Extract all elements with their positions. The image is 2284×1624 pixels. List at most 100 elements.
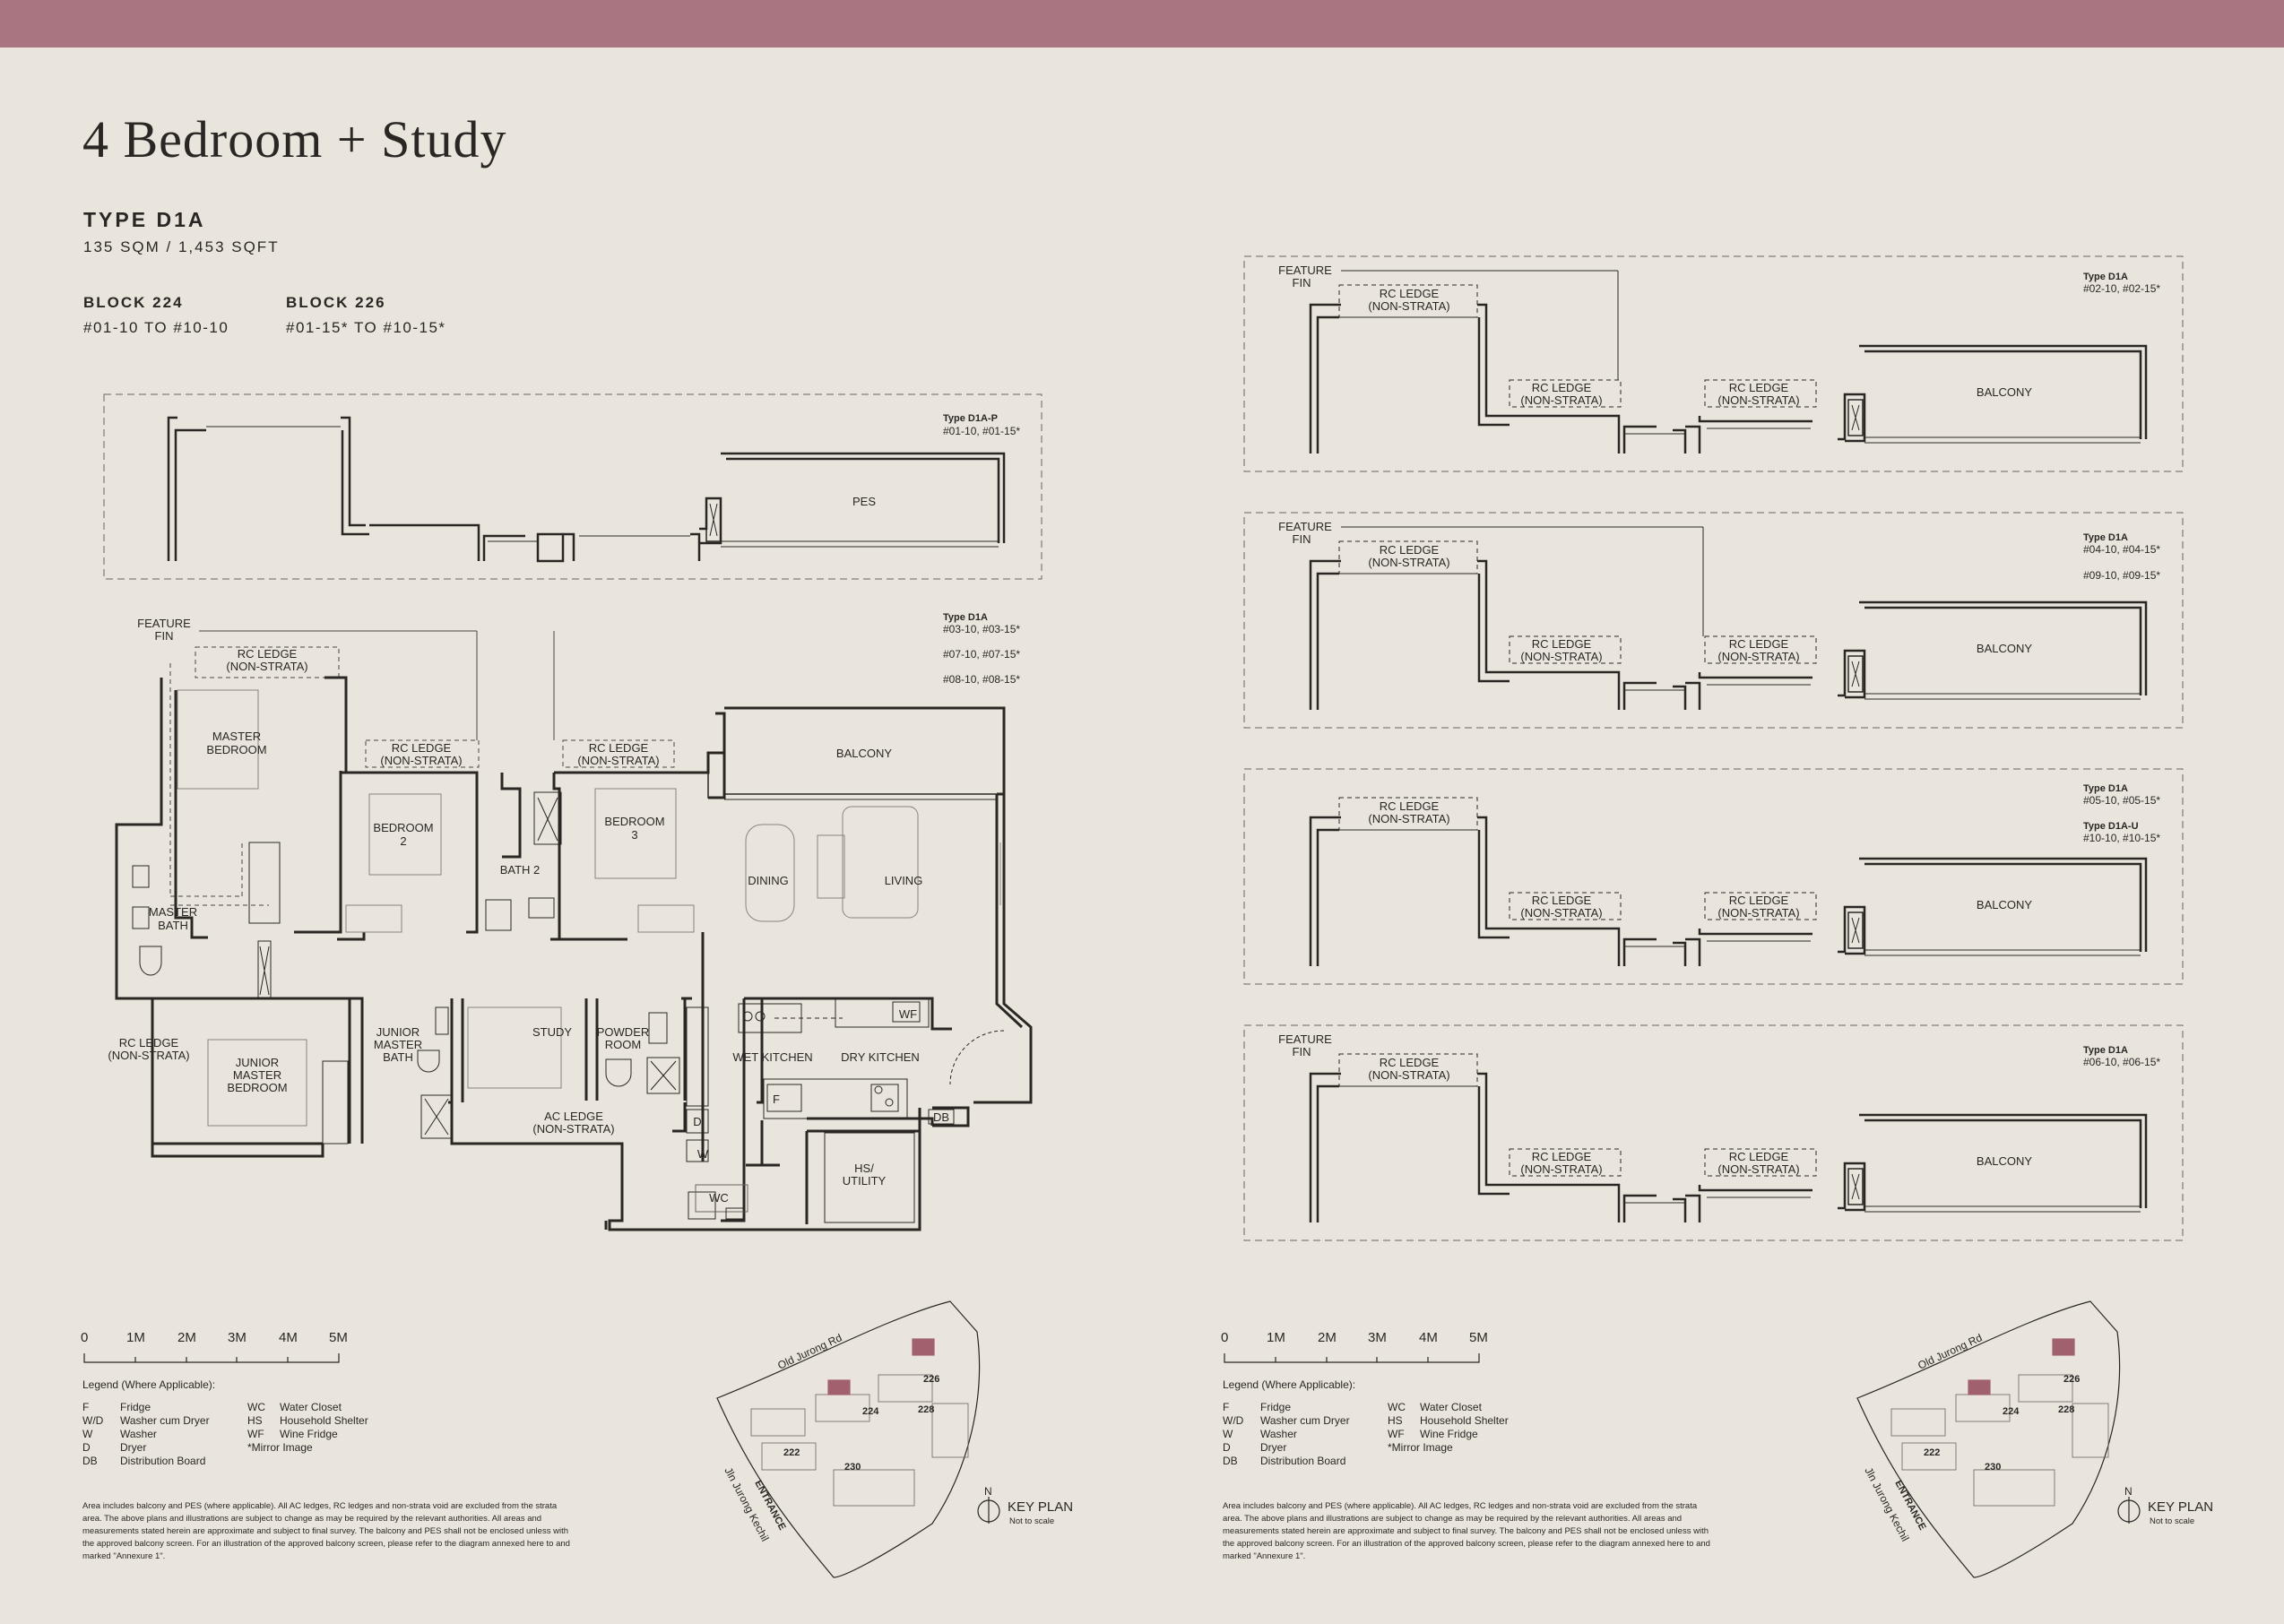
v3-rc3-b: (NON-STRATA) — [1717, 906, 1799, 920]
rc-ledge-3: RC LEDGE — [589, 741, 649, 755]
jm-bath-label-2: MASTER — [374, 1038, 422, 1051]
balcony-label: BALCONY — [836, 747, 892, 760]
kp-r-230: 230 — [1985, 1462, 2001, 1473]
key-plan-right-text: Old Jurong Rd 226 224 228 222 230 ENTRAN… — [1862, 1331, 2213, 1543]
bedroom3-label: BEDROOM — [604, 815, 664, 828]
page-title: 4 Bedroom + Study — [82, 110, 507, 168]
rc-ledge-2: RC LEDGE — [392, 741, 452, 755]
kp-l-label: KEY PLAN — [1008, 1499, 1073, 1515]
legend-title-left: Legend (Where Applicable): — [82, 1378, 216, 1391]
main-plan-walls — [115, 676, 1033, 1231]
variant-2-text: FEATURE FIN RC LEDGE (NON-STRATA) RC LED… — [1278, 520, 2160, 663]
variant-p-title: Type D1A-P — [943, 413, 998, 424]
master-bath-label-2: BATH — [158, 919, 188, 932]
plan-variant-4 — [1243, 1024, 2184, 1241]
main-title: Type D1A — [943, 612, 988, 623]
plan-variant-2 — [1243, 512, 2184, 729]
plan-d1a-p-walls — [167, 416, 1006, 563]
v4-rc2: RC LEDGE — [1532, 1150, 1592, 1163]
scale-r-1: 1M — [1267, 1330, 1285, 1345]
scale-l-1: 1M — [126, 1330, 145, 1345]
v1-fin: FEATURE — [1278, 263, 1332, 277]
kp-r-224: 224 — [2003, 1406, 2020, 1417]
main-units-3: #08-10, #08-15* — [943, 673, 1020, 686]
v4-rc2-b: (NON-STRATA) — [1520, 1162, 1602, 1176]
main-plan-ledges — [169, 630, 675, 906]
v4-units: #06-10, #06-15* — [2083, 1056, 2160, 1068]
bedroom2-label: BEDROOM — [373, 821, 433, 834]
v1-rc3: RC LEDGE — [1729, 381, 1789, 394]
powder-room-label-2: ROOM — [605, 1038, 641, 1051]
v1-rc: RC LEDGE — [1380, 287, 1440, 300]
kp-l-230: 230 — [844, 1462, 861, 1473]
v2-fin-2: FIN — [1293, 532, 1311, 546]
v4-rc3-b: (NON-STRATA) — [1717, 1162, 1799, 1176]
dining-label: DINING — [748, 874, 789, 887]
plan-d1a-p-frame — [103, 393, 1043, 580]
main-units-2: #07-10, #07-15* — [943, 648, 1020, 661]
variant-1-text: FEATURE FIN RC LEDGE (NON-STRATA) RC LED… — [1278, 263, 2160, 407]
scale-l-5: 5M — [329, 1330, 348, 1345]
scale-r-3: 3M — [1368, 1330, 1387, 1345]
v4-balcony: BALCONY — [1977, 1154, 2032, 1168]
block-226-label: BLOCK 226 — [286, 294, 386, 311]
v3-title-2: Type D1A-U — [2083, 821, 2139, 832]
scale-l-3: 3M — [228, 1330, 247, 1345]
washer-label: W — [697, 1147, 709, 1161]
v2-units: #04-10, #04-15* — [2083, 543, 2160, 556]
scale-r-5: 5M — [1469, 1330, 1488, 1345]
plan-variant-1 — [1243, 255, 2184, 472]
v1-rc2-b: (NON-STRATA) — [1520, 393, 1602, 407]
v4-rc: RC LEDGE — [1380, 1056, 1440, 1069]
scale-l-2: 2M — [177, 1330, 196, 1345]
fridge-label: F — [773, 1093, 780, 1106]
legend-title-right: Legend (Where Applicable): — [1223, 1378, 1356, 1391]
v3-title: Type D1A — [2083, 783, 2128, 794]
v3-rc: RC LEDGE — [1380, 799, 1440, 813]
master-bath-label: MASTER — [149, 905, 197, 919]
v4-rc-b: (NON-STRATA) — [1368, 1068, 1449, 1082]
rc-ledge-4: RC LEDGE — [119, 1036, 179, 1050]
bedroom3-label-2: 3 — [631, 828, 637, 842]
v1-rc3-b: (NON-STRATA) — [1717, 393, 1799, 407]
variant-p-units: #01-10, #01-15* — [943, 425, 1020, 437]
v3-rc2: RC LEDGE — [1532, 894, 1592, 907]
kp-l-224: 224 — [862, 1406, 879, 1417]
kp-r-north: N — [2124, 1485, 2133, 1498]
feature-fin-label-2: FIN — [155, 629, 174, 643]
kp-l-222: 222 — [783, 1447, 800, 1458]
v1-rc2: RC LEDGE — [1532, 381, 1592, 394]
feature-fin-label: FEATURE — [137, 617, 191, 630]
v2-rc2: RC LEDGE — [1532, 637, 1592, 651]
v4-fin: FEATURE — [1278, 1032, 1332, 1046]
scale-r-4: 4M — [1419, 1330, 1438, 1345]
plan-variant-3 — [1243, 768, 2184, 985]
kp-l-sub: Not to scale — [1009, 1516, 1054, 1526]
variant-3-text: RC LEDGE (NON-STRATA) RC LEDGE (NON-STRA… — [1368, 783, 2160, 920]
jm-bedroom-label-2: MASTER — [233, 1068, 281, 1082]
scale-l-0: 0 — [81, 1330, 89, 1345]
kp-r-226: 226 — [2063, 1374, 2080, 1385]
unit-type: TYPE D1A — [83, 208, 206, 231]
master-bedroom-label: MASTER — [212, 730, 261, 743]
wf-label: WF — [899, 1007, 917, 1021]
kp-l-north: N — [984, 1485, 992, 1498]
rc-ledge-1b: (NON-STRATA) — [226, 660, 307, 673]
v1-units: #02-10, #02-15* — [2083, 282, 2160, 295]
master-bedroom-label-2: BEDROOM — [206, 743, 266, 756]
rc-ledge-1: RC LEDGE — [238, 647, 298, 661]
v3-rc2-b: (NON-STRATA) — [1520, 906, 1602, 920]
kp-r-222: 222 — [1924, 1447, 1940, 1458]
top-banner — [0, 0, 2284, 48]
v3-units-2: #10-10, #10-15* — [2083, 832, 2160, 844]
pes-label: PES — [852, 495, 876, 508]
disclaimer-left: Area includes balcony and PES (where app… — [82, 1501, 570, 1561]
kp-r-sub: Not to scale — [2150, 1516, 2194, 1526]
scale-bars — [83, 1353, 1480, 1363]
kp-l-226: 226 — [923, 1374, 939, 1385]
v2-title: Type D1A — [2083, 532, 2128, 543]
kp-r-228: 228 — [2058, 1404, 2074, 1415]
key-plan-left-text: Old Jurong Rd 226 224 228 222 230 ENTRAN… — [722, 1331, 1073, 1543]
